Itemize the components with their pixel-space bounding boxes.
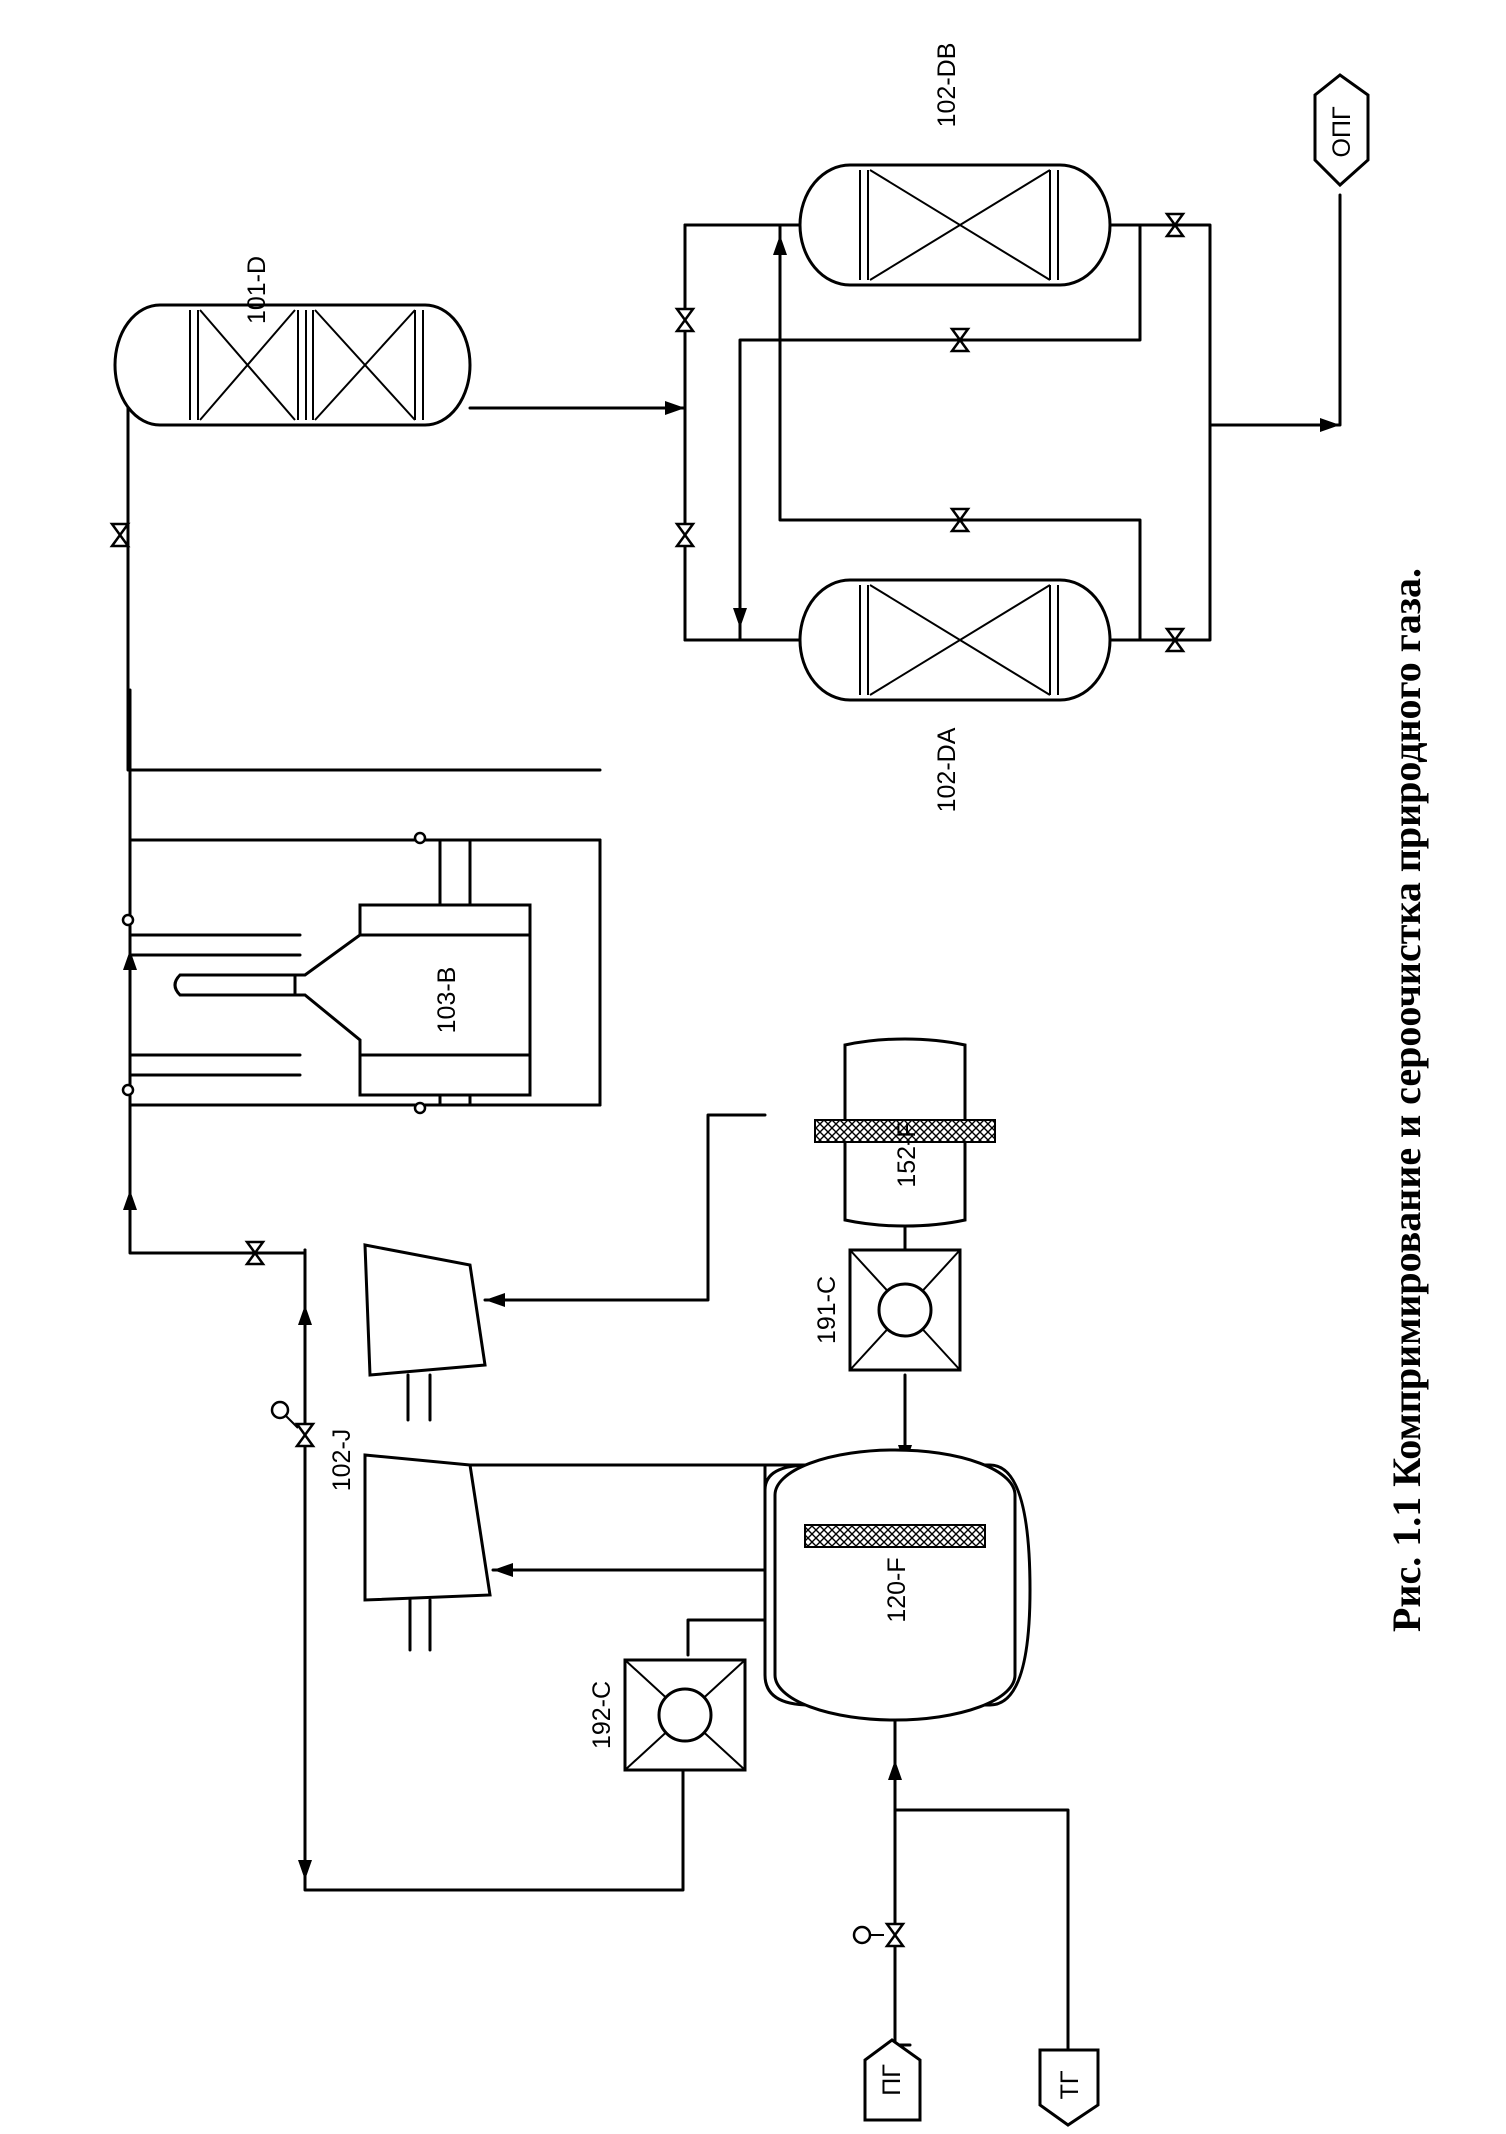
- svg-text:ПГ: ПГ: [878, 2064, 906, 2096]
- inlet-natural-gas: ПГ: [863, 2038, 922, 2122]
- adsorber-102db: 102-DB: [798, 43, 1112, 287]
- svg-text:102-DB: 102-DB: [933, 43, 961, 128]
- svg-text:192-С: 192-С: [588, 1681, 616, 1749]
- compressor-102j: 102-J: [328, 1243, 492, 1602]
- heater-103b: 103-В: [121, 831, 532, 1115]
- cooler-192c: 192-С: [588, 1658, 747, 1772]
- svg-text:103-В: 103-В: [433, 967, 461, 1034]
- svg-text:102-J: 102-J: [328, 1429, 356, 1492]
- svg-text:ТГ: ТГ: [1056, 2070, 1084, 2099]
- svg-text:102-DA: 102-DA: [933, 727, 961, 812]
- svg-text:120-F: 120-F: [883, 1557, 911, 1622]
- svg-text:101-D: 101-D: [243, 256, 271, 324]
- svg-text:ОПГ: ОПГ: [1328, 106, 1356, 157]
- reactor-101d: 101-D: [113, 256, 472, 427]
- separator-152f: 152-F: [814, 1037, 996, 1228]
- svg-text:191-С: 191-С: [813, 1276, 841, 1344]
- figure-caption: Рис. 1.1 Компримирование и сероочистка п…: [1384, 568, 1429, 1632]
- outlet-fuel-gas: ТГ: [1038, 2048, 1100, 2127]
- cooler-191c: 191-С: [813, 1248, 962, 1372]
- adsorber-102da: 102-DA: [798, 578, 1112, 812]
- svg-text:152-F: 152-F: [893, 1122, 921, 1187]
- outlet-purified-gas: ОПГ: [1313, 73, 1370, 188]
- separator-120f: 120-F: [763, 1448, 1032, 1722]
